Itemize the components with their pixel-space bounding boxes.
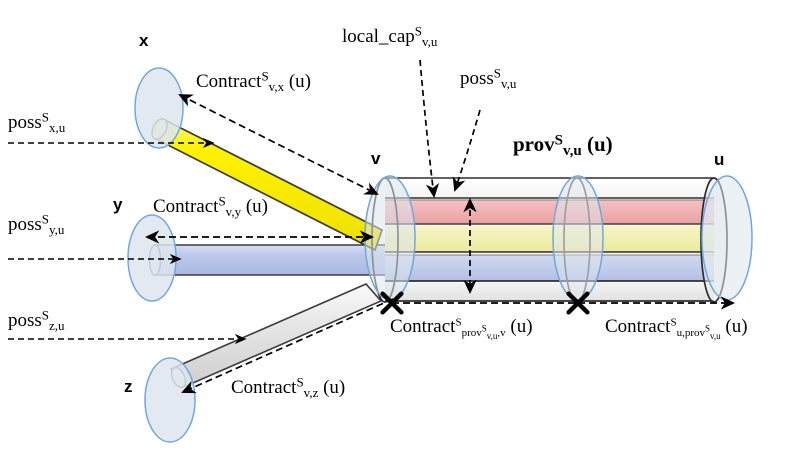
node-ellipses	[127, 67, 753, 443]
band-grey-bottom	[385, 283, 714, 301]
poss-z-label: possSz,u	[8, 307, 65, 334]
band-white-top	[385, 178, 714, 198]
contract-vy-label: ContractSv,y (u)	[153, 193, 268, 220]
contract-u-prov-label: ContractSu,provSv,u (u)	[605, 316, 748, 342]
leader-arrows	[419, 59, 481, 199]
local-cap-leader	[419, 59, 440, 199]
node-v-ellipse	[364, 175, 416, 301]
node-label-y: y	[113, 195, 123, 214]
band-red	[385, 200, 714, 224]
pipe-x	[151, 117, 384, 252]
node-z-ellipse	[144, 357, 196, 443]
node-x-ellipse	[134, 67, 184, 149]
prov-label: provSv,u (u)	[513, 132, 613, 160]
node-label-v: v	[371, 149, 381, 168]
node-y-ellipse	[127, 214, 177, 302]
nested-subscript: provSv,u,v	[461, 323, 506, 342]
main-pipe	[371, 177, 728, 303]
contract-vx-arrow	[178, 94, 379, 195]
poss-v-label: possSv,u	[460, 65, 517, 92]
contract-arrows	[144, 94, 736, 394]
local-cap-label: local_capSv,u	[342, 23, 438, 50]
nested-subscript: u,provSv,u	[676, 323, 721, 342]
contract-prov-v-label: ContractSprovSv,u,v (u)	[390, 316, 533, 342]
contract-vx-label: ContractSv,x (u)	[196, 68, 311, 95]
poss-v-leader	[452, 109, 481, 192]
node-u-ellipse	[701, 175, 753, 301]
poss-x-label: possSx,u	[8, 109, 66, 136]
contract-vz-label: ContractSv,z (u)	[231, 374, 346, 401]
node-label-u: u	[714, 150, 725, 169]
node-label-x: x	[139, 31, 149, 50]
node-label-z: z	[124, 377, 133, 396]
band-blue	[385, 255, 714, 281]
contract-vz-arrow	[181, 298, 394, 394]
band-yellow	[385, 226, 714, 252]
pipe-z	[169, 283, 383, 389]
pipe-y	[148, 244, 396, 276]
node-prov-ellipse	[552, 175, 604, 301]
poss-y-label: possSy,u	[8, 211, 65, 238]
